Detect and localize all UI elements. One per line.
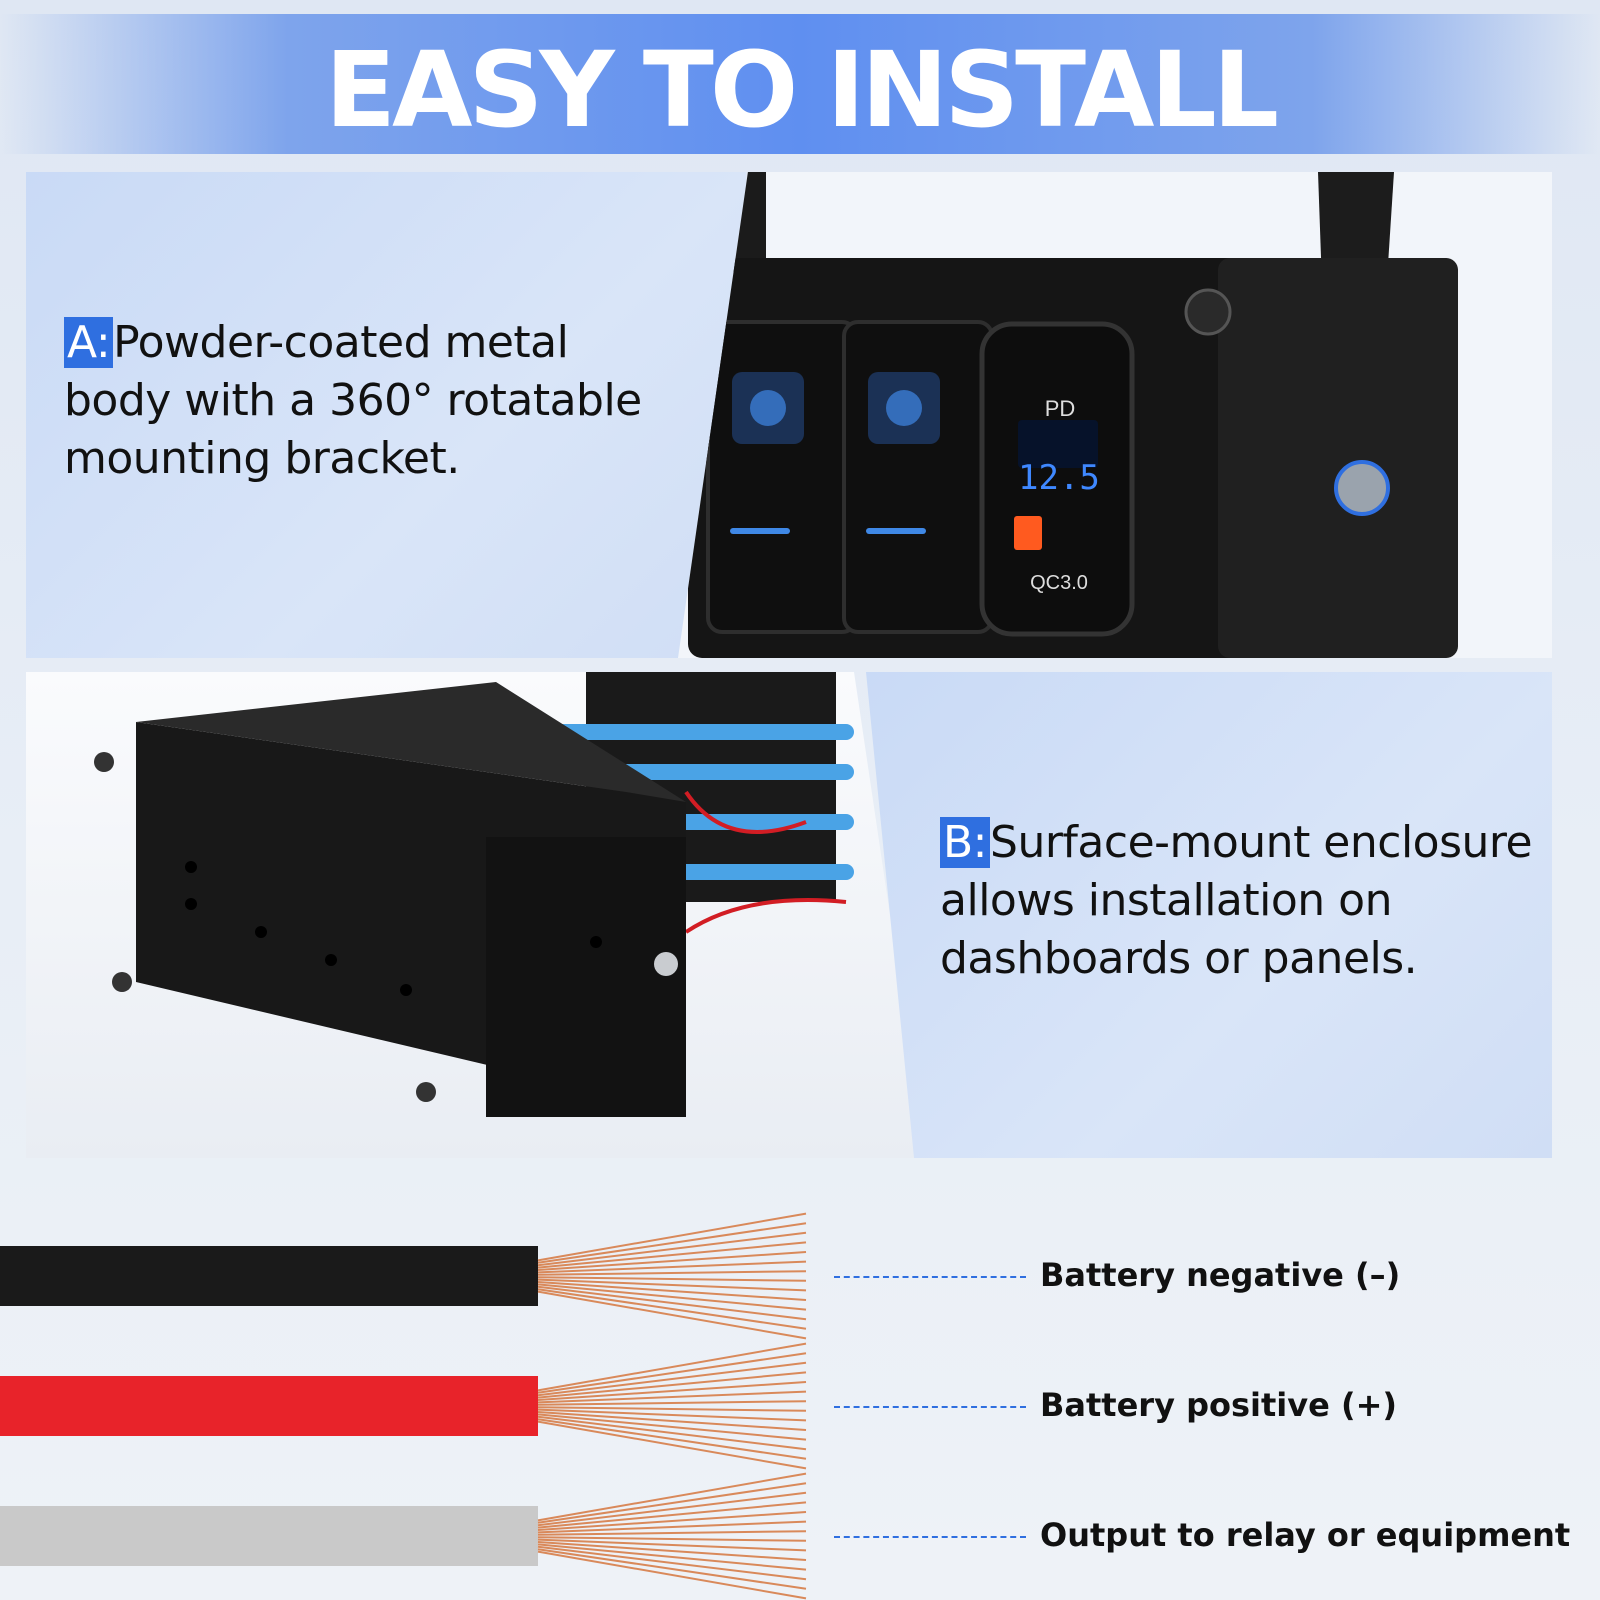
title-banner <box>0 14 1600 154</box>
wire-3-label: Output to relay or equipment <box>1040 1516 1571 1554</box>
wire-1-label: Battery negative (–) <box>1040 1256 1401 1294</box>
screw-icon <box>1184 288 1232 336</box>
feature-a-text: Powder-coated metal body with a 360° rot… <box>64 317 642 484</box>
enclosure-side <box>486 837 686 1117</box>
wire-2-icon <box>0 1342 807 1470</box>
rotate-knob-icon <box>1334 460 1390 516</box>
feature-b-text: Surface-mount enclosure allows installat… <box>940 817 1533 984</box>
wire-3-leader <box>834 1536 1026 1538</box>
feature-a-tag: A: <box>64 317 114 368</box>
wires-diagram <box>0 1212 807 1600</box>
mounting-holes-icon <box>185 861 602 996</box>
wire-2-label: Battery positive (+) <box>1040 1386 1397 1424</box>
screw-icon <box>94 752 678 1102</box>
rocker-switch-1-icon <box>706 320 858 634</box>
wire-1-icon <box>0 1212 807 1340</box>
feature-a-description: A:Powder-coated metal body with a 360° r… <box>64 314 684 488</box>
feature-b-description: B:Surface-mount enclosure allows install… <box>940 814 1560 988</box>
feature-b-panel <box>866 672 1552 1158</box>
qc-label: QC3.0 <box>1030 572 1088 594</box>
feature-b-tag: B: <box>940 817 991 868</box>
wire-2-leader <box>834 1406 1026 1408</box>
usb-port-icon <box>1014 516 1042 550</box>
page-title: EASY TO INSTALL <box>324 29 1279 151</box>
enclosure-photo <box>26 672 926 1158</box>
rocker-switch-2-icon <box>842 320 994 634</box>
switch-panel-photo: PD 12.5 QC3.0 <box>678 172 1552 658</box>
usb-voltmeter-module <box>979 321 1135 637</box>
wire-3-icon <box>0 1472 807 1600</box>
pd-label: PD <box>1044 396 1076 421</box>
feature-a-panel <box>26 172 746 658</box>
voltage-readout: 12.5 <box>1018 458 1100 498</box>
wire-1-leader <box>834 1276 1026 1278</box>
